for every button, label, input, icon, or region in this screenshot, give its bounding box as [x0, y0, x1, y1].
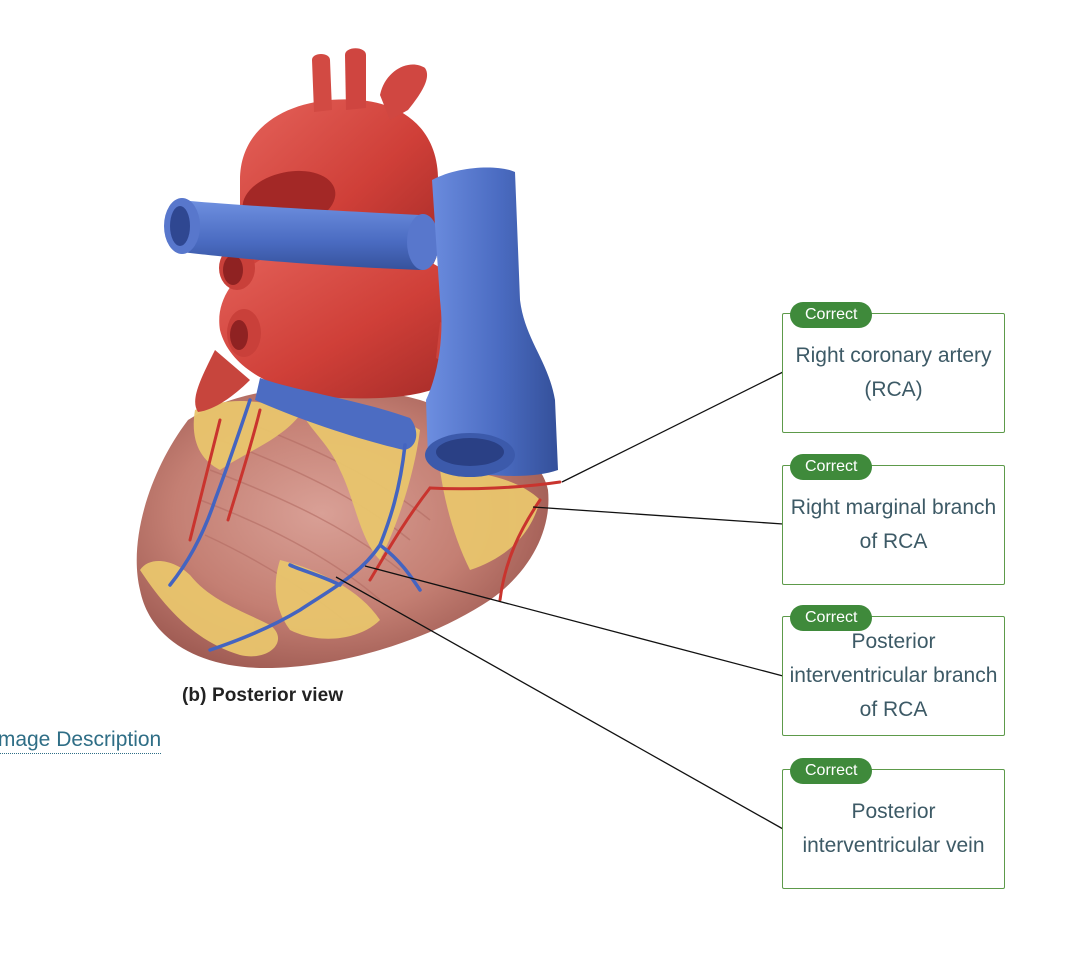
left-atrium: [219, 245, 478, 399]
label-box-posterior-interventricular-branch[interactable]: Posterior interventricular branch of RCA: [782, 616, 1005, 736]
vena-cava: [426, 167, 558, 476]
label-text: Right marginal branch of RCA: [790, 496, 997, 553]
pulmonary-artery: [180, 200, 437, 270]
leader-line-rca: [561, 371, 784, 483]
leader-lines: [335, 371, 784, 830]
label-text: Posterior interventricular branch of RCA: [789, 630, 998, 721]
correct-badge: Correct: [790, 302, 873, 328]
correct-badge: Correct: [790, 758, 873, 784]
label-box-right-marginal[interactable]: Right marginal branch of RCA: [782, 465, 1005, 585]
label-text: Posterior interventricular vein: [802, 800, 985, 857]
leader-line-piv: [335, 576, 784, 830]
correct-badge: Correct: [790, 605, 873, 631]
label-box-rca[interactable]: Right coronary artery (RCA): [782, 313, 1005, 433]
label-box-posterior-interventricular-vein[interactable]: Posterior interventricular vein: [782, 769, 1005, 889]
image-description-link[interactable]: Image Description: [0, 728, 162, 754]
correct-badge: Correct: [790, 454, 873, 480]
figure-caption: (b) Posterior view: [182, 685, 344, 706]
label-text: Right coronary artery (RCA): [795, 344, 992, 401]
leader-line-marginal: [532, 506, 784, 525]
leader-line-pib-rca: [364, 565, 784, 677]
